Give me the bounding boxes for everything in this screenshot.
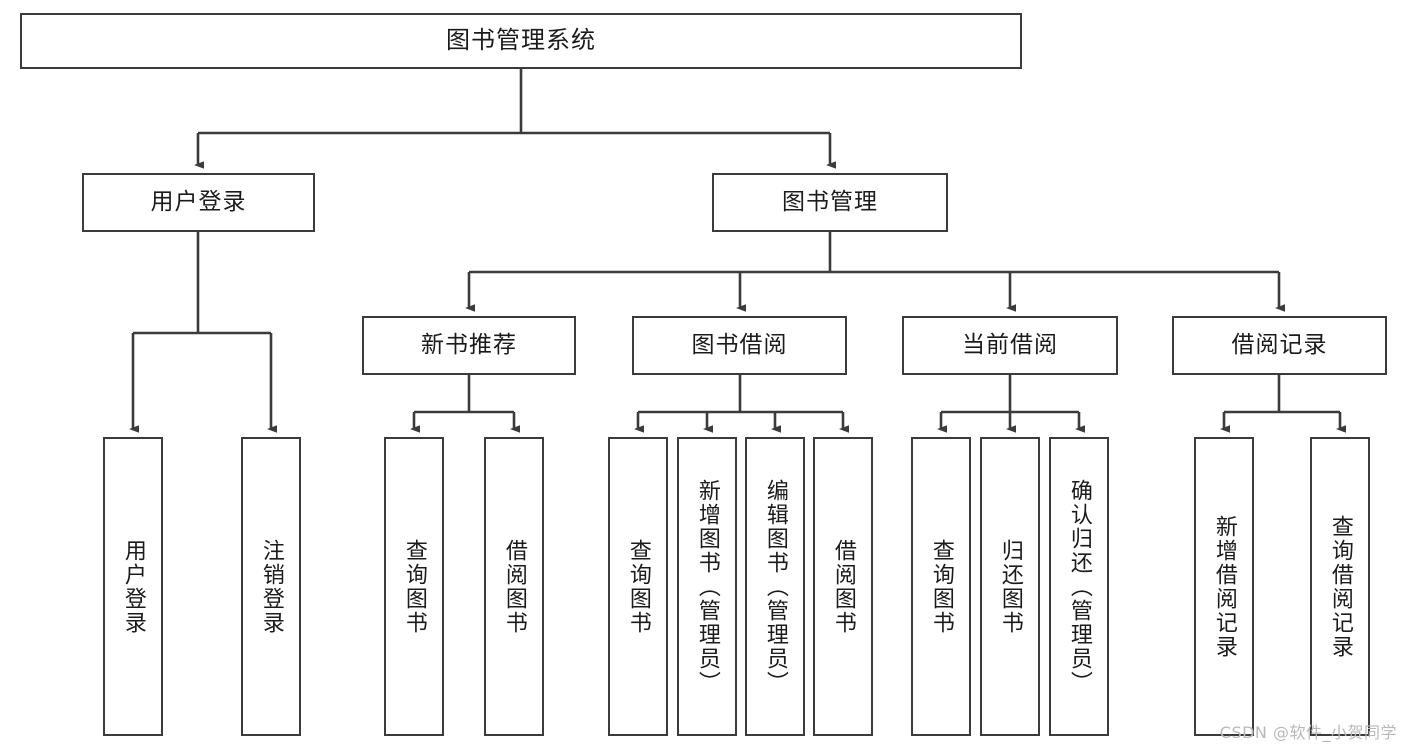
node-label: 借阅图书	[830, 538, 856, 635]
node-root-book-management-system[interactable]: 图书管理系统	[20, 13, 1022, 69]
node-label: 编辑图书（管理员）	[762, 478, 788, 695]
leaf-borrow-book[interactable]: 借阅图书	[813, 437, 873, 736]
node-book-management[interactable]: 图书管理	[712, 173, 948, 232]
node-label: 新增图书（管理员）	[694, 478, 720, 695]
leaf-query-book-recommend[interactable]: 查询图书	[384, 437, 444, 736]
leaf-add-book-admin[interactable]: 新增图书（管理员）	[677, 437, 737, 736]
node-label: 查询图书	[928, 538, 954, 635]
node-label: 注销登录	[258, 538, 284, 635]
node-label: 查询图书	[625, 538, 651, 635]
leaf-user-login[interactable]: 用户登录	[103, 437, 163, 736]
node-label: 用户登录	[120, 538, 146, 635]
node-book-borrowing[interactable]: 图书借阅	[632, 316, 847, 375]
node-label: 归还图书	[997, 538, 1023, 635]
node-current-borrowing[interactable]: 当前借阅	[902, 316, 1118, 375]
leaf-query-book-borrow[interactable]: 查询图书	[608, 437, 668, 736]
leaf-borrow-book-recommend[interactable]: 借阅图书	[484, 437, 544, 736]
node-label: 当前借阅	[962, 332, 1058, 359]
leaf-query-borrow-record[interactable]: 查询借阅记录	[1310, 437, 1370, 736]
node-label: 查询图书	[401, 538, 427, 635]
csdn-watermark: CSDN @软件_小贺同学	[1219, 723, 1397, 742]
node-label: 查询借阅记录	[1327, 514, 1353, 659]
node-label: 确认归还（管理员）	[1066, 478, 1092, 695]
leaf-confirm-return-admin[interactable]: 确认归还（管理员）	[1049, 437, 1109, 736]
node-label: 新书推荐	[421, 332, 517, 359]
node-label: 新增借阅记录	[1211, 514, 1237, 659]
node-label: 用户登录	[150, 189, 247, 216]
node-label: 图书管理	[782, 189, 878, 216]
node-label: 借阅图书	[501, 538, 527, 635]
leaf-edit-book-admin[interactable]: 编辑图书（管理员）	[745, 437, 805, 736]
node-label: 图书管理系统	[446, 26, 596, 55]
node-user-login[interactable]: 用户登录	[82, 173, 315, 232]
node-label: 图书借阅	[691, 332, 788, 359]
node-label: 借阅记录	[1231, 332, 1328, 359]
leaf-add-borrow-record[interactable]: 新增借阅记录	[1194, 437, 1254, 736]
leaf-query-book-current[interactable]: 查询图书	[911, 437, 971, 736]
node-borrowing-record[interactable]: 借阅记录	[1172, 316, 1387, 375]
leaf-logout[interactable]: 注销登录	[241, 437, 301, 736]
leaf-return-book[interactable]: 归还图书	[980, 437, 1040, 736]
node-new-book-recommendation[interactable]: 新书推荐	[362, 316, 576, 375]
